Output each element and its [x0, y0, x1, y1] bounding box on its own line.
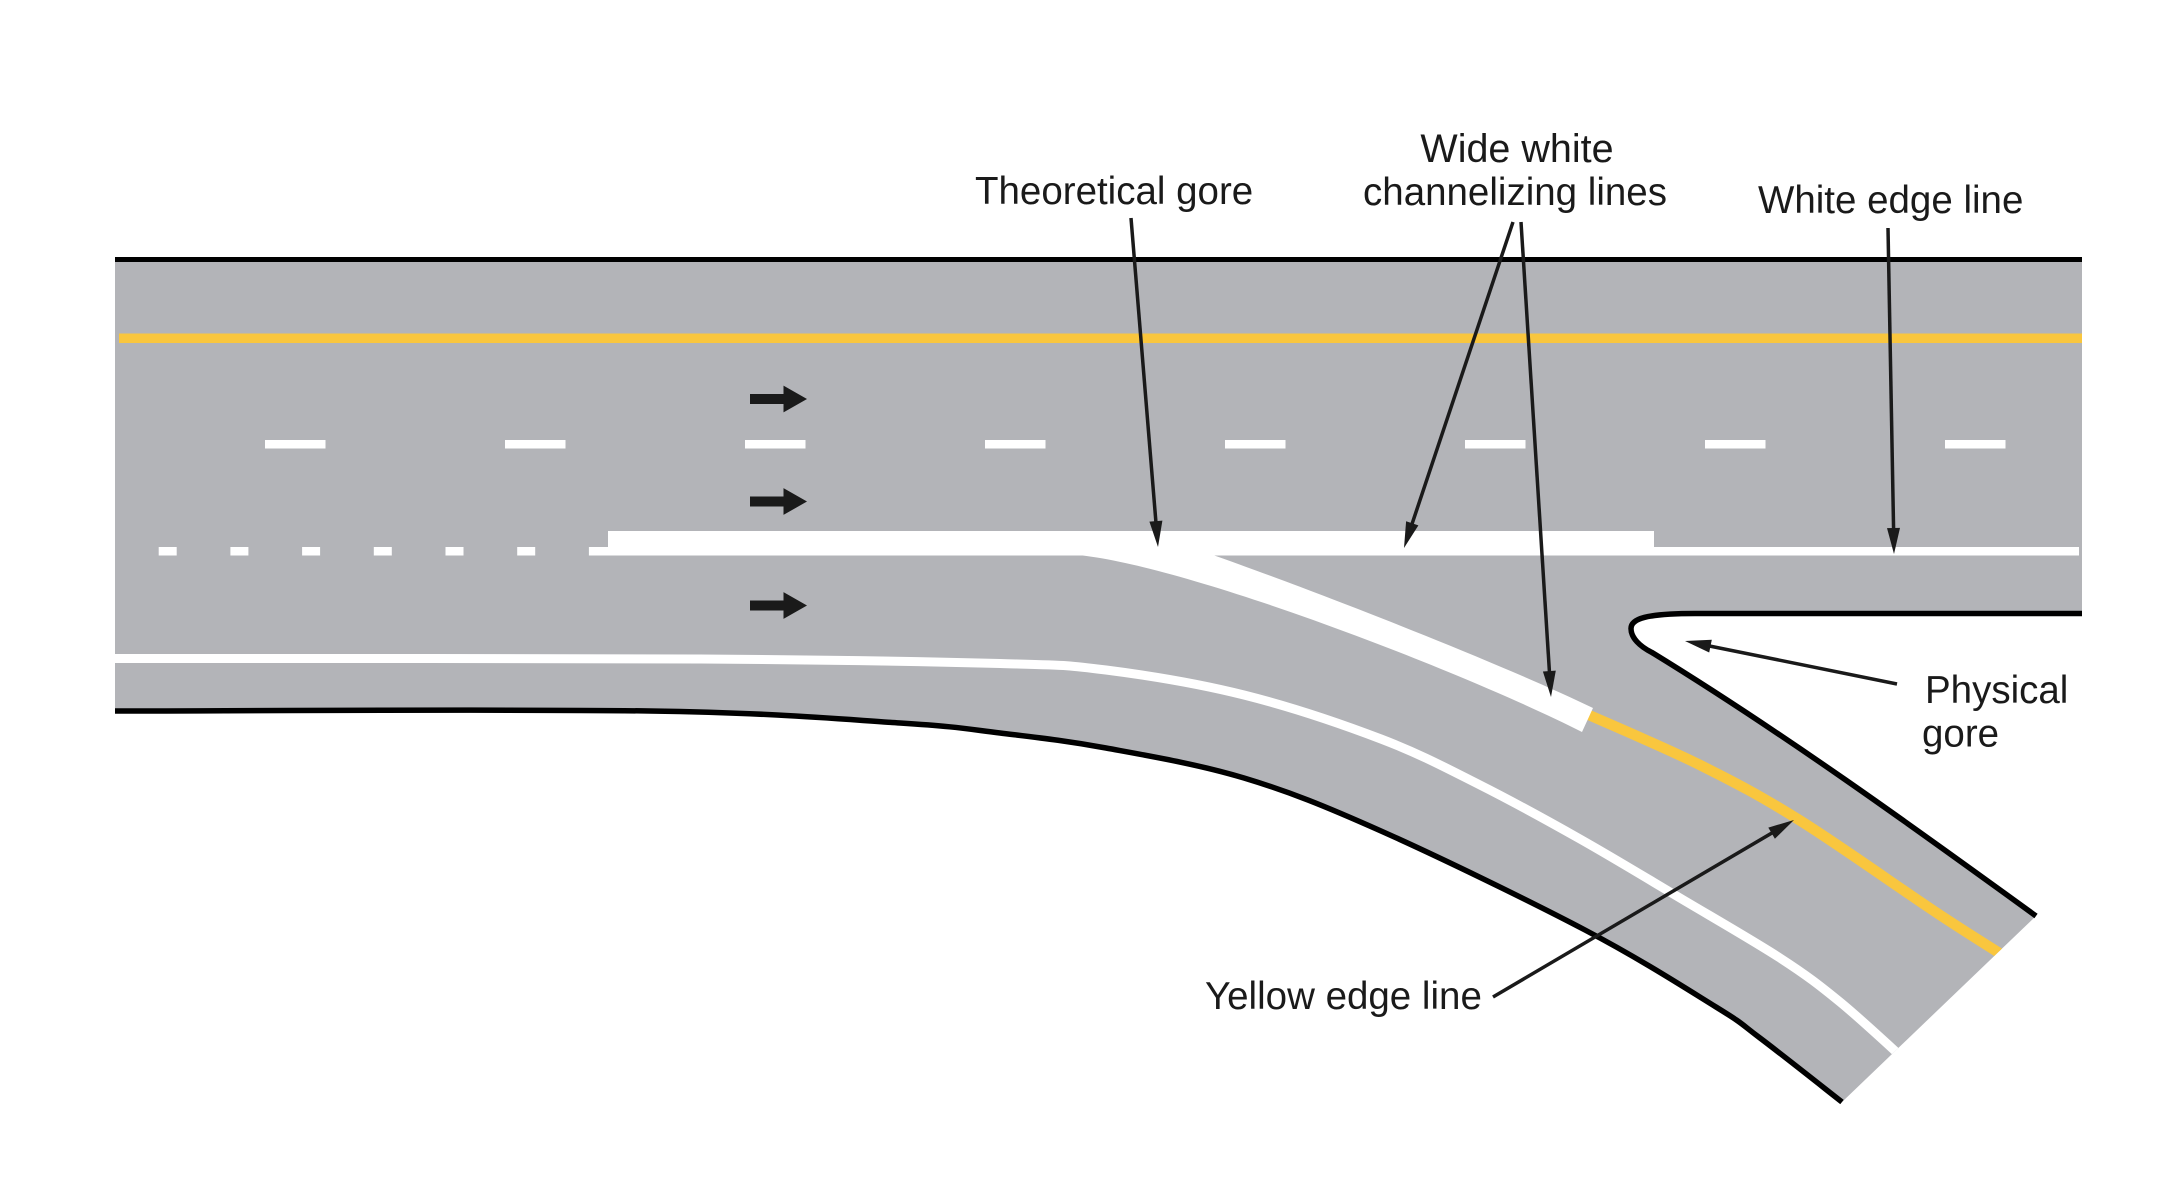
svg-text:gore: gore — [1922, 713, 1999, 756]
svg-text:Yellow edge line: Yellow edge line — [1205, 975, 1482, 1018]
svg-text:White edge line: White edge line — [1758, 179, 2023, 222]
svg-text:Physical: Physical — [1925, 669, 2068, 712]
svg-text:Theoretical gore: Theoretical gore — [975, 170, 1253, 213]
svg-text:Wide white: Wide white — [1420, 127, 1613, 171]
svg-text:channelizing lines: channelizing lines — [1363, 171, 1667, 214]
